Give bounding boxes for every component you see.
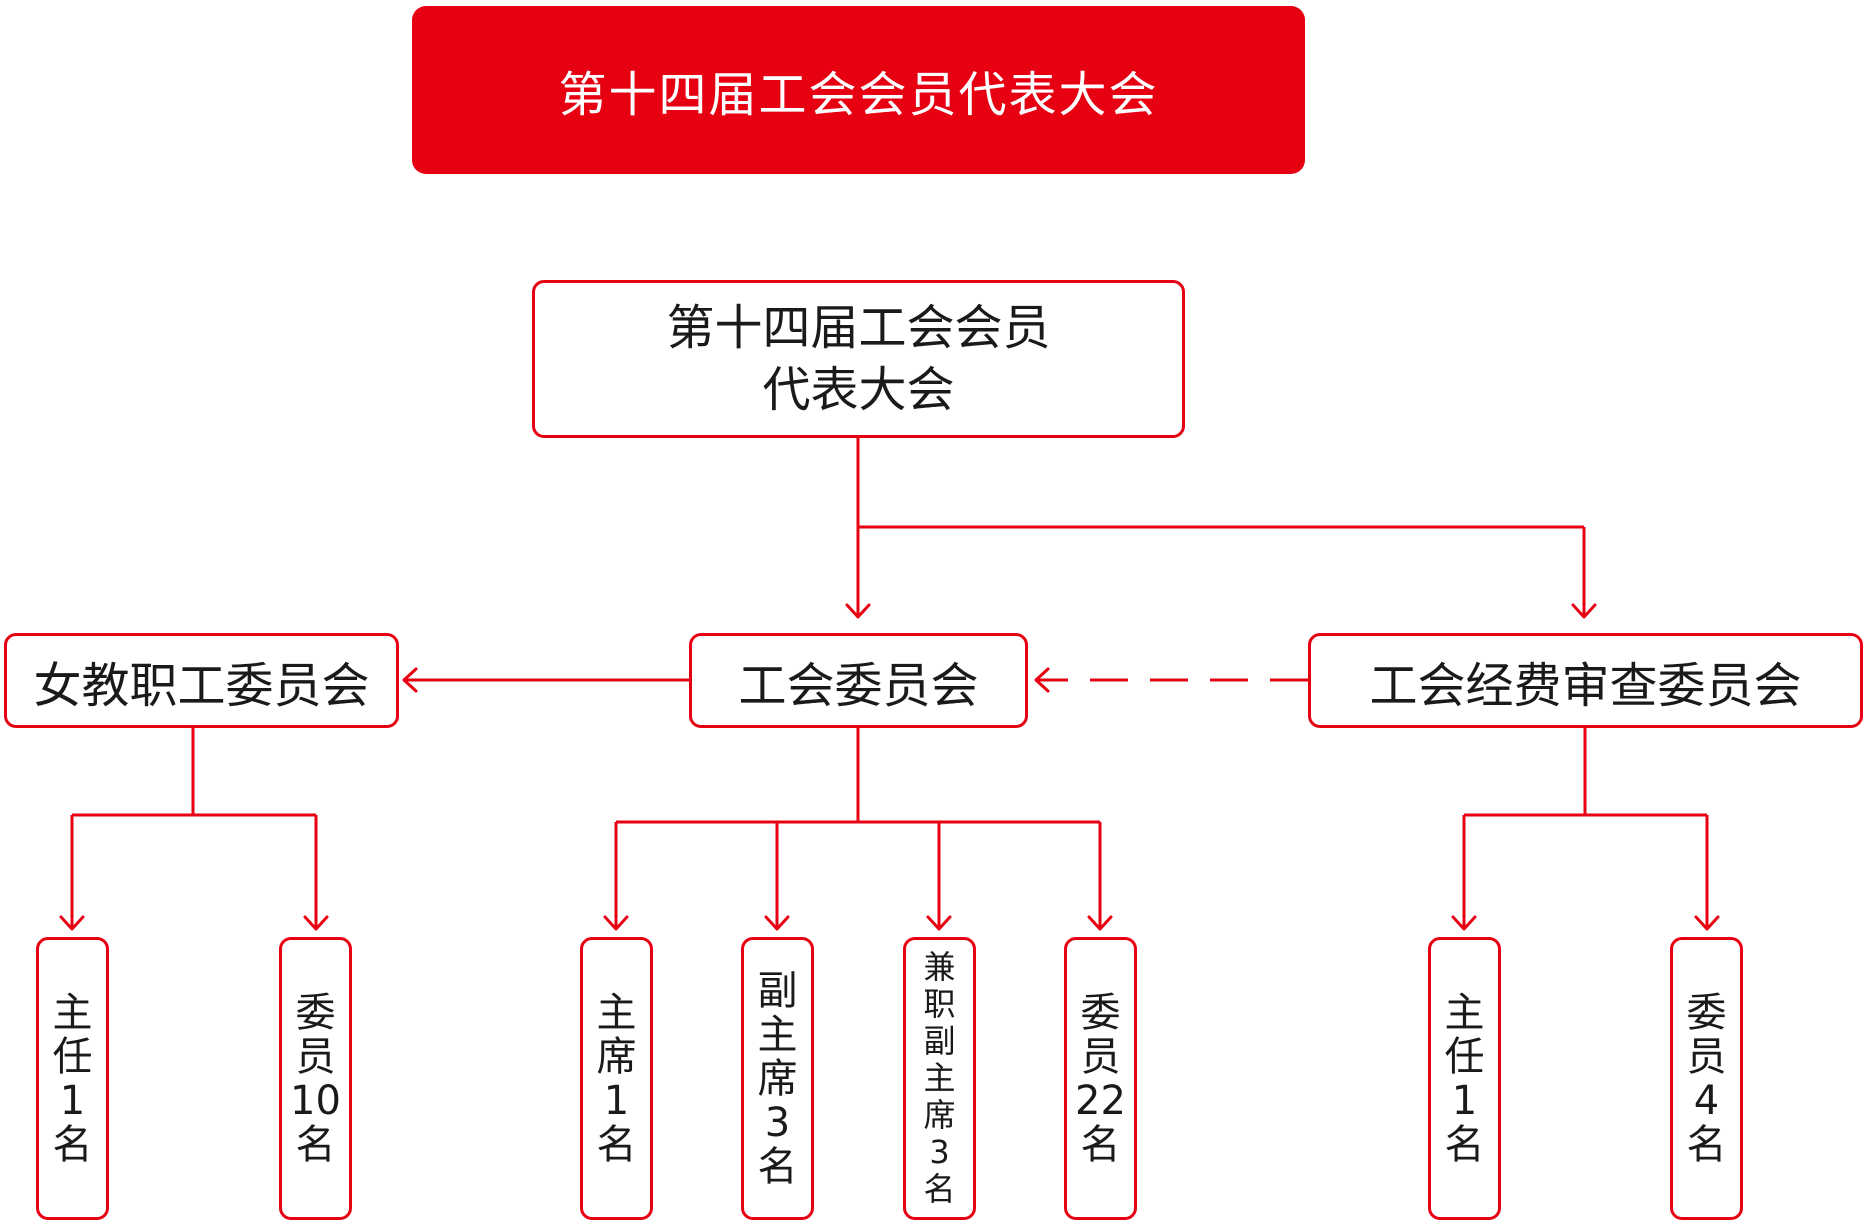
leaf-char: 职 <box>923 985 956 1023</box>
leaf-char: 名 <box>1080 1121 1121 1168</box>
leaf-char: 3 <box>929 1133 950 1171</box>
leaf-char: 名 <box>596 1121 637 1168</box>
leaf-char: 兼 <box>923 948 956 986</box>
leaf-char: 1 <box>603 1077 630 1124</box>
root-node: 第十四届工会会员 代表大会 <box>532 280 1185 438</box>
root-line-1: 第十四届工会会员 <box>666 300 1051 356</box>
leaf-char: 员 <box>1080 1033 1121 1080</box>
leaf-char: 1 <box>59 1077 86 1124</box>
leaf-char: 名 <box>52 1121 93 1168</box>
audit-committee-node: 工会经费审查委员会 <box>1308 633 1863 728</box>
leaf-char: 席 <box>596 1033 637 1080</box>
leaf-char: 主 <box>52 989 93 1036</box>
leaf-char: 主 <box>923 1059 956 1097</box>
union-committee-node: 工会委员会 <box>689 633 1028 728</box>
leaf-char: 席 <box>757 1055 798 1102</box>
root-line-2: 代表大会 <box>762 362 955 418</box>
leaf-char: 任 <box>1444 1033 1485 1080</box>
leaf-char: 22 <box>1075 1077 1126 1124</box>
leaf-char: 任 <box>52 1033 93 1080</box>
leaf-char: 副 <box>923 1022 956 1060</box>
leaf-char: 名 <box>1444 1121 1485 1168</box>
leaf-char: 委 <box>295 989 336 1036</box>
leaf-char: 名 <box>1686 1121 1727 1168</box>
leaf-char: 席 <box>923 1096 956 1134</box>
banner-title: 第十四届工会会员代表大会 <box>412 6 1305 174</box>
leaf-char: 10 <box>290 1077 341 1124</box>
leaf-char: 3 <box>764 1099 791 1146</box>
leaf-char: 员 <box>1686 1033 1727 1080</box>
leaf-char: 员 <box>295 1033 336 1080</box>
leaf-char: 4 <box>1693 1077 1720 1124</box>
leaf-char: 主 <box>757 1011 798 1058</box>
leaf-char: 名 <box>923 1170 956 1208</box>
leaf-char: 委 <box>1080 989 1121 1036</box>
leaf-char: 1 <box>1451 1077 1478 1124</box>
leaf-char: 副 <box>757 967 798 1014</box>
leaf-char: 主 <box>596 989 637 1036</box>
leaf-char: 委 <box>1686 989 1727 1036</box>
leaf-char: 名 <box>295 1121 336 1168</box>
women-committee-node: 女教职工委员会 <box>4 633 399 728</box>
leaf-char: 名 <box>757 1143 798 1190</box>
leaf-char: 主 <box>1444 989 1485 1036</box>
